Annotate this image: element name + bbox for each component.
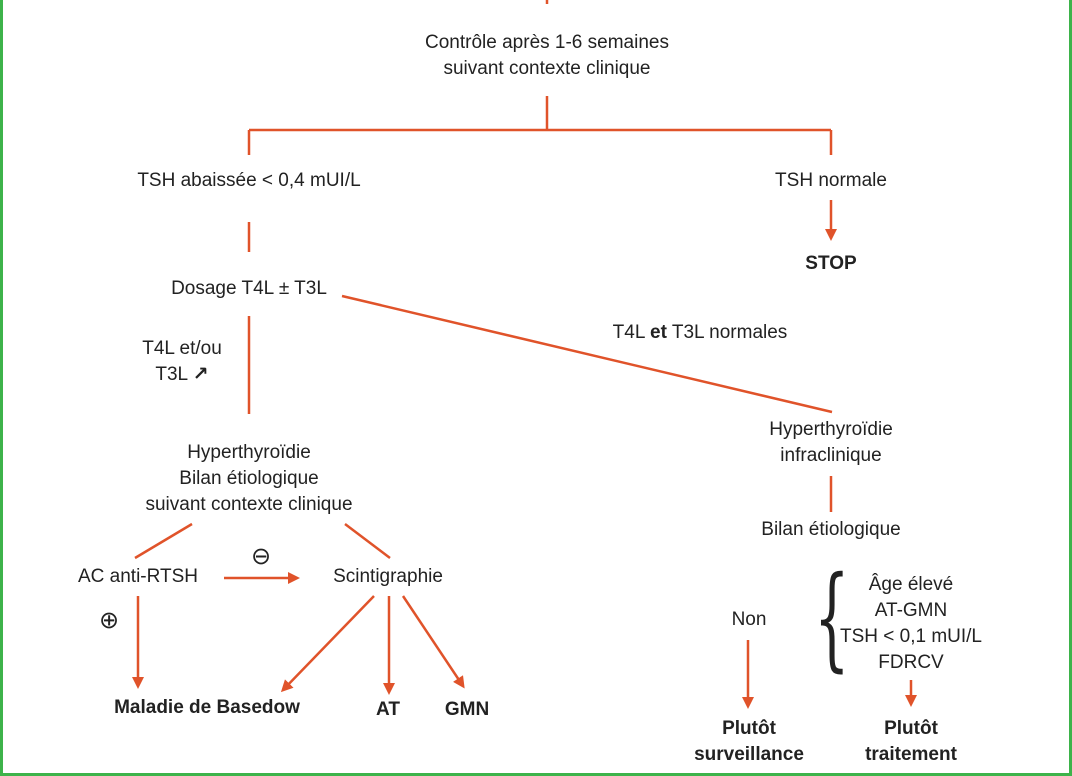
node-non: Non: [731, 609, 767, 630]
node-hyper-line1: Hyperthyroïdie: [187, 442, 311, 463]
node-controle-line2: suivant contexte clinique: [443, 58, 651, 79]
criteria-brace: {: [814, 553, 850, 683]
node-surv-line1: Plutôt: [722, 718, 776, 739]
node-trait-line1: Plutôt: [884, 718, 938, 739]
criteria-item: AT-GMN: [874, 600, 948, 621]
node-hyper-line2: Bilan étiologique: [179, 468, 319, 489]
node-controle-line1: Contrôle après 1-6 semaines: [425, 32, 669, 53]
node-infra-line1: Hyperthyroïdie: [769, 419, 893, 440]
criteria-list: Âge élevé AT-GMN TSH < 0,1 mUI/L FDRCV: [840, 572, 982, 676]
node-at: AT: [376, 699, 400, 720]
node-tsh-abaissee: TSH abaissée < 0,4 mUI/L: [137, 170, 361, 191]
node-hyper-line3: suivant contexte clinique: [145, 494, 353, 515]
node-bilan-etiologique: Bilan étiologique: [761, 519, 901, 540]
node-ac-anti-rtsh: AC anti-RTSH: [77, 566, 199, 587]
node-gmn: GMN: [444, 699, 490, 720]
label-t4l-elevee-line2: T3L ↗: [155, 364, 209, 385]
positive-circle-icon: ⊕: [98, 607, 120, 634]
node-controle: Contrôle après 1-6 semaines suivant cont…: [425, 30, 669, 82]
criteria-item: FDRCV: [878, 652, 944, 673]
negative-circle-icon: ⊖: [250, 543, 272, 570]
connector-dosage-infra: [341, 294, 833, 414]
label-t4l-t3l-normales: T4L et T3L normales: [612, 322, 788, 343]
criteria-item: TSH < 0,1 mUI/L: [839, 626, 983, 647]
label-t4l-elevee: T4L et/ou T3L ↗: [142, 336, 222, 388]
node-stop: STOP: [805, 253, 857, 274]
node-infra-line2: infraclinique: [780, 445, 882, 466]
node-plutot-traitement: Plutôt traitement: [865, 716, 957, 768]
label-t4l-elevee-line1: T4L et/ou: [142, 338, 222, 359]
node-maladie-basedow: Maladie de Basedow: [114, 697, 300, 718]
arrow-up-right-icon: ↗: [192, 364, 209, 385]
node-trait-line2: traitement: [865, 744, 957, 765]
node-scintigraphie: Scintigraphie: [333, 566, 443, 587]
node-plutot-surveillance: Plutôt surveillance: [694, 716, 804, 768]
arrow-scinti-basedow: [280, 595, 375, 693]
connector-hyper-ac: [134, 522, 193, 560]
node-dosage: Dosage T4L ± T3L: [171, 278, 327, 299]
node-infraclinique: Hyperthyroïdie infraclinique: [769, 417, 893, 469]
node-hyperthyroidie: Hyperthyroïdie Bilan étiologique suivant…: [145, 440, 352, 518]
connector-hyper-scinti: [344, 523, 391, 559]
node-tsh-normale: TSH normale: [775, 170, 887, 191]
arrow-scinti-gmn: [401, 595, 465, 689]
criteria-item: Âge élevé: [868, 574, 954, 595]
node-surv-line2: surveillance: [694, 744, 804, 765]
